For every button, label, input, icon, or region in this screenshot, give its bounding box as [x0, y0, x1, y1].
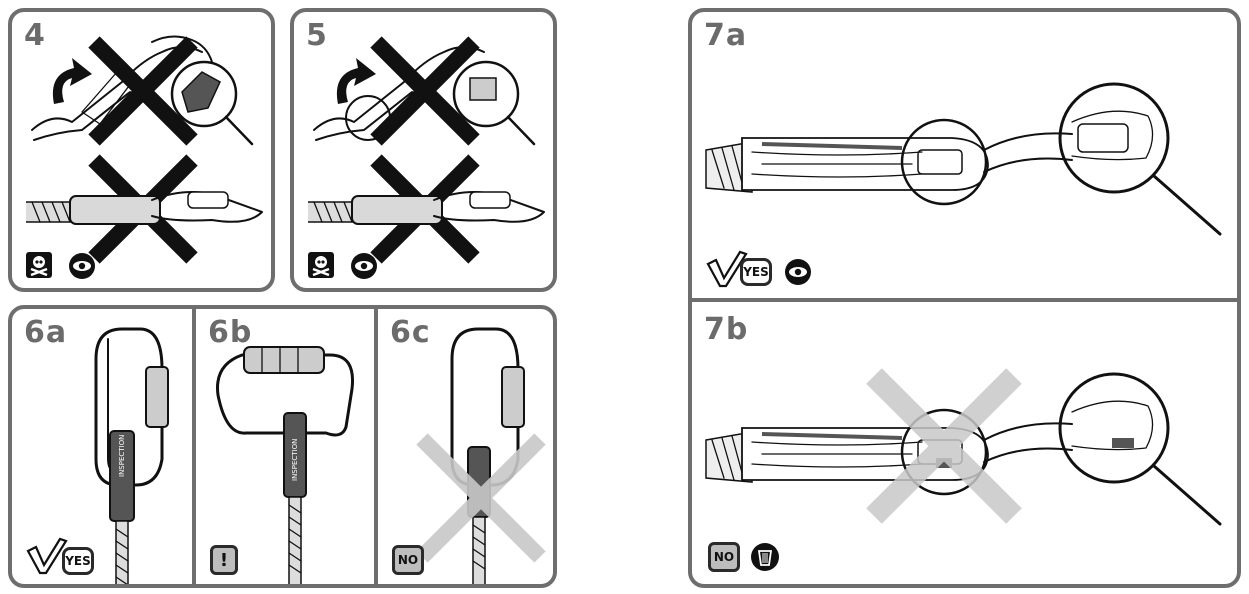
rotate-arrow-icon [336, 58, 376, 104]
panel-step-5: 5 [290, 8, 557, 292]
rotate-arrow-icon [52, 58, 92, 104]
divider [374, 309, 378, 584]
cross-mark [416, 433, 546, 563]
divider [692, 298, 1237, 302]
checkmark-icon [706, 250, 748, 288]
step-number: 5 [306, 18, 328, 53]
hand-connector-illustration [308, 36, 545, 264]
sling-inspection-illustration [705, 82, 1222, 236]
no-badge: NO [708, 542, 740, 572]
checkmark-icon [26, 537, 68, 575]
magnifier-icon [1058, 82, 1222, 236]
carabiner-illustration: INSPECTION [216, 346, 355, 584]
hand-connector-illustration [26, 35, 263, 264]
step-number: 4 [24, 18, 46, 53]
magnifier-icon [1058, 372, 1222, 526]
step-number: 6c [390, 315, 431, 350]
step-number: 6b [208, 315, 253, 350]
divider [192, 309, 196, 584]
sling-inspection-illustration [705, 368, 1222, 526]
yes-badge: YES [62, 547, 94, 575]
step-number: 6a [24, 315, 68, 350]
eye-icon [351, 253, 377, 279]
step-number: 7b [704, 312, 749, 347]
yes-badge: YES [740, 258, 772, 286]
skull-icon [308, 252, 334, 278]
no-badge: NO [392, 545, 424, 575]
magnifier-icon [452, 60, 536, 146]
step-number: 7a [704, 18, 748, 53]
skull-icon [26, 252, 52, 278]
connector-label: INSPECTION [118, 435, 126, 477]
carabiner-illustration: INSPECTION [94, 327, 169, 584]
eye-icon [69, 253, 95, 279]
eye-icon [785, 259, 811, 285]
panel-step-4: 4 [8, 8, 275, 292]
trash-icon [751, 543, 779, 571]
cross-mark [866, 368, 1022, 524]
panel-step-7: 7a YES 7b [688, 8, 1241, 588]
panel-step-6: 6a INSPECTION YES 6b INSPECTION ! 6c NO [8, 305, 557, 588]
warning-badge: ! [210, 545, 238, 575]
magnifier-icon [170, 60, 254, 146]
carabiner-illustration [416, 327, 546, 584]
svg-text:INSPECTION: INSPECTION [291, 439, 299, 481]
